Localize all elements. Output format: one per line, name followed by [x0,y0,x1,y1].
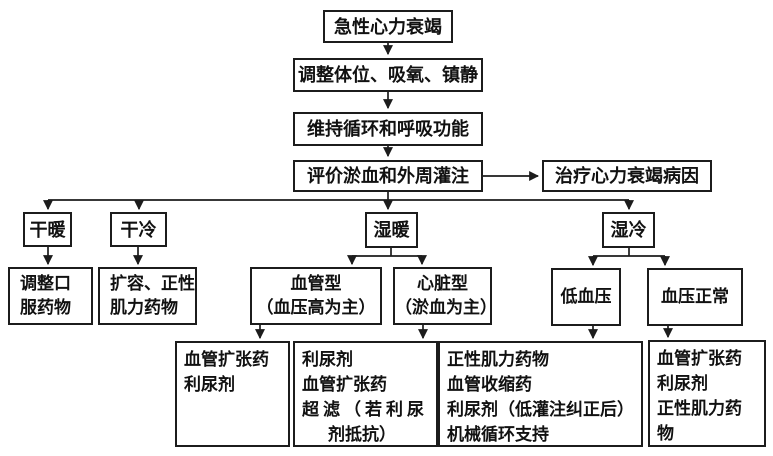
node-treat-heart-failure-cause: 治疗心力衰竭病因 [542,160,712,192]
node-volume-expansion-inotropes: 扩容、正性 肌力药物 [98,267,197,325]
node-label: 干冷 [120,219,157,240]
node-label-line: 正性肌力药物 [447,350,549,369]
node-label: 调整体位、吸氧、镇静 [298,65,478,85]
node-label-line: 扩容、正性 [110,274,195,293]
node-label: 评价淤血和外周灌注 [307,166,469,186]
node-vascular-type: 血管型 （血压高为主） [250,267,382,325]
node-wet-cold: 湿冷 [602,212,655,248]
node-dry-warm: 干暖 [23,212,72,247]
node-label: 维持循环和呼吸功能 [307,119,469,139]
node-hypotension: 低血压 [551,268,621,326]
node-label: 急性心力衰竭 [334,16,442,37]
node-label-line: 血管扩张药 [657,349,742,368]
node-treatment-cardiac: 利尿剂 血管扩张药 超滤（若利尿 剂抵抗） [293,341,438,447]
node-cardiac-type: 心脏型 （淤血为主） [393,267,497,325]
node-label: 湿冷 [610,220,647,240]
node-label: 血压正常 [661,287,729,306]
node-label: 湿暖 [373,220,410,240]
node-label-line: 调整口 [20,274,71,293]
node-label: 治疗心力衰竭病因 [555,166,699,186]
node-label-line: 血管型 [290,274,342,293]
node-label-line: 血管收缩药 [447,375,532,394]
node-maintain-circulation-respiration: 维持循环和呼吸功能 [293,112,483,146]
node-label-line: 利尿剂 [657,374,708,393]
node-label: 干暖 [29,219,66,240]
node-position-oxygen-sedation: 调整体位、吸氧、镇静 [293,58,483,92]
node-adjust-oral-medication: 调整口 服药物 [8,267,93,325]
node-label-line: 服药物 [20,298,71,317]
node-label-line: 心脏型 [417,274,468,293]
node-label-line: 机械循环支持 [447,425,549,444]
node-treatment-hypotension: 正性肌力药物 血管收缩药 利尿剂（低灌注纠正后） 机械循环支持 [438,341,643,447]
node-label-line: 利尿剂（低灌注纠正后） [447,400,634,419]
node-evaluate-congestion-perfusion: 评价淤血和外周灌注 [293,160,483,192]
node-label-line: 血管扩张药 [302,375,387,394]
node-label-line: 利尿剂 [184,375,235,394]
node-label-line: 正性肌力药物 [657,399,742,443]
node-label-line: （血压高为主） [256,298,376,317]
node-label-line: 利尿剂 [302,350,353,369]
node-label-line: 剂抵抗） [328,425,396,444]
node-label-line: 肌力药物 [110,298,178,317]
node-label-line: 超滤（若利尿 [302,400,428,419]
node-acute-heart-failure: 急性心力衰竭 [323,10,453,43]
node-label: 低血压 [560,287,612,306]
node-wet-warm: 湿暖 [365,212,418,248]
node-label-line: 血管扩张药 [184,350,269,369]
node-dry-cold: 干冷 [110,212,167,247]
node-treatment-normal-bp: 血管扩张药 利尿剂 正性肌力药物 [648,340,766,447]
node-treatment-vascular: 血管扩张药 利尿剂 [175,341,290,447]
node-normal-blood-pressure: 血压正常 [647,268,743,326]
node-label-line: （淤血为主） [395,298,497,317]
